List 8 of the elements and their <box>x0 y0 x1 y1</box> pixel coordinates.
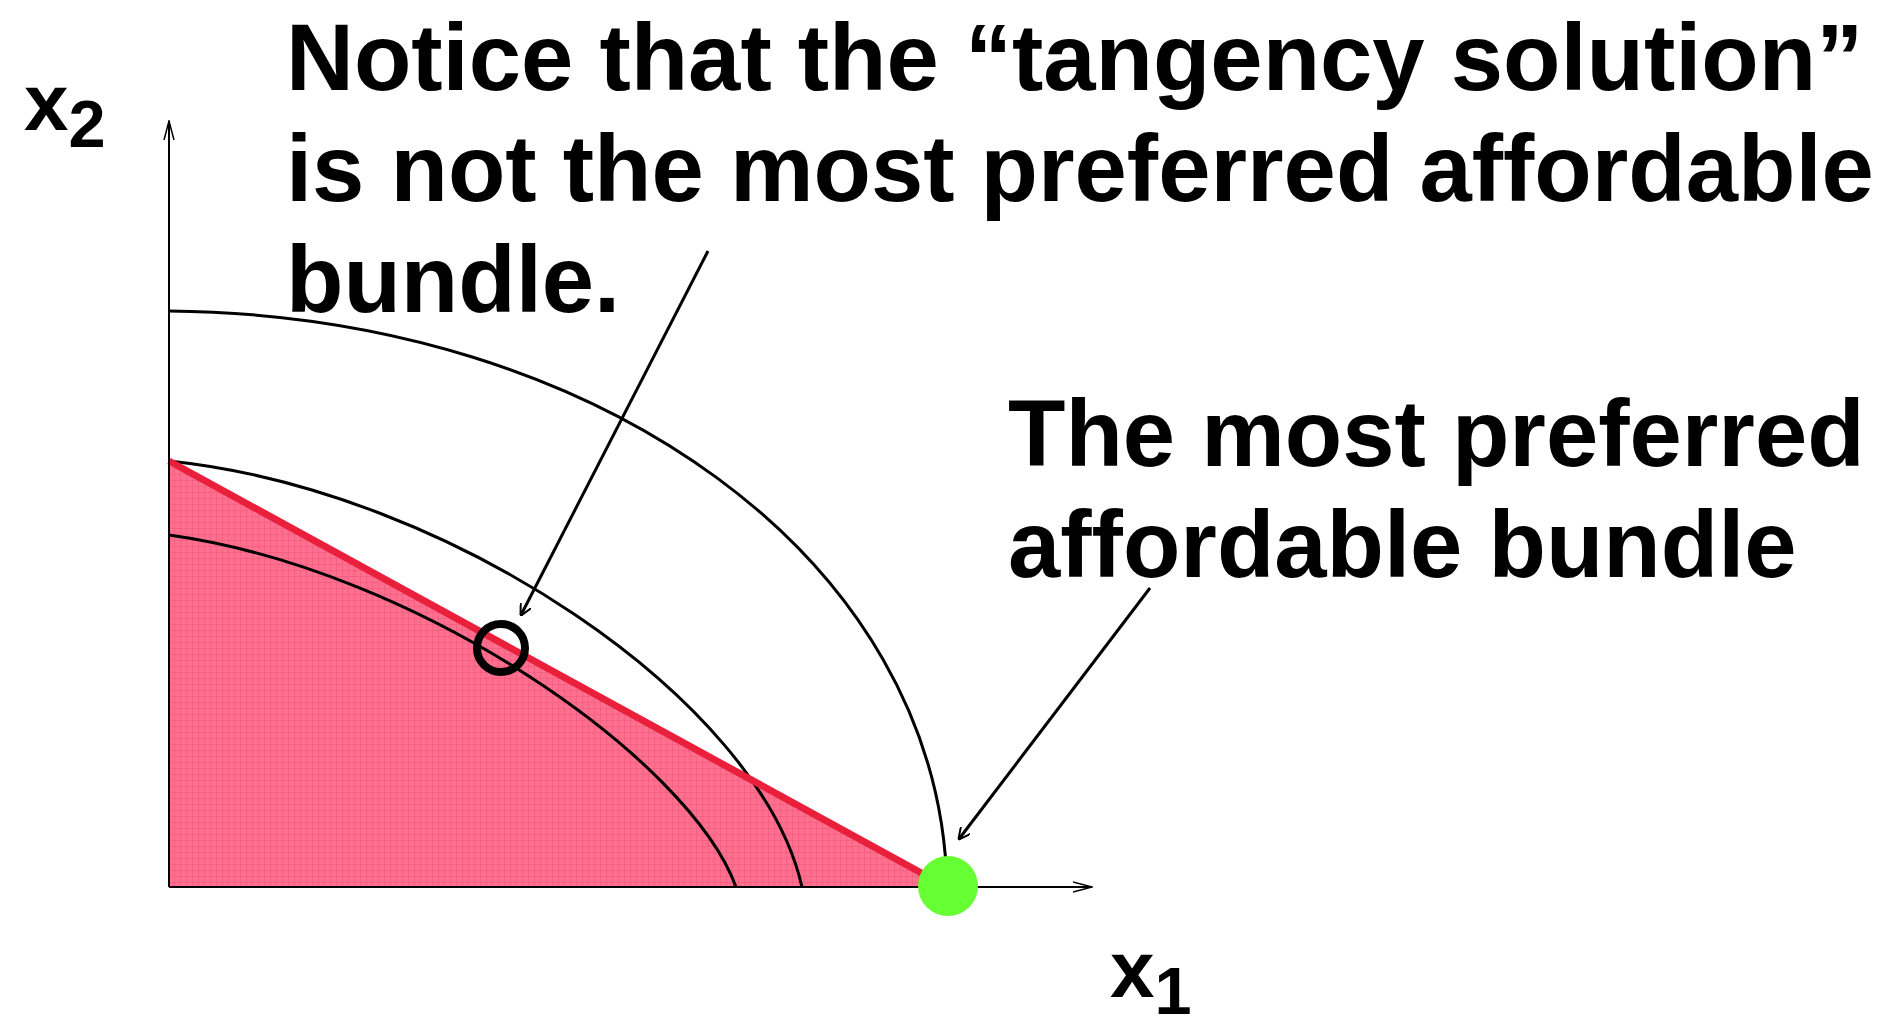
annotation-text: The most preferred affordable bundle <box>1008 380 1866 599</box>
annotation-text: Notice that the “tangency solution” is not the most preferred affordable bundle. <box>286 4 1875 334</box>
tangency-point <box>473 620 529 676</box>
arrow <box>957 587 1152 841</box>
axis-label: x$_{1}$ <box>1110 925 1192 1023</box>
optimal-bundle-dot <box>918 856 978 916</box>
arrow <box>519 250 710 617</box>
axis-label: x$_{2}$ <box>24 58 106 163</box>
